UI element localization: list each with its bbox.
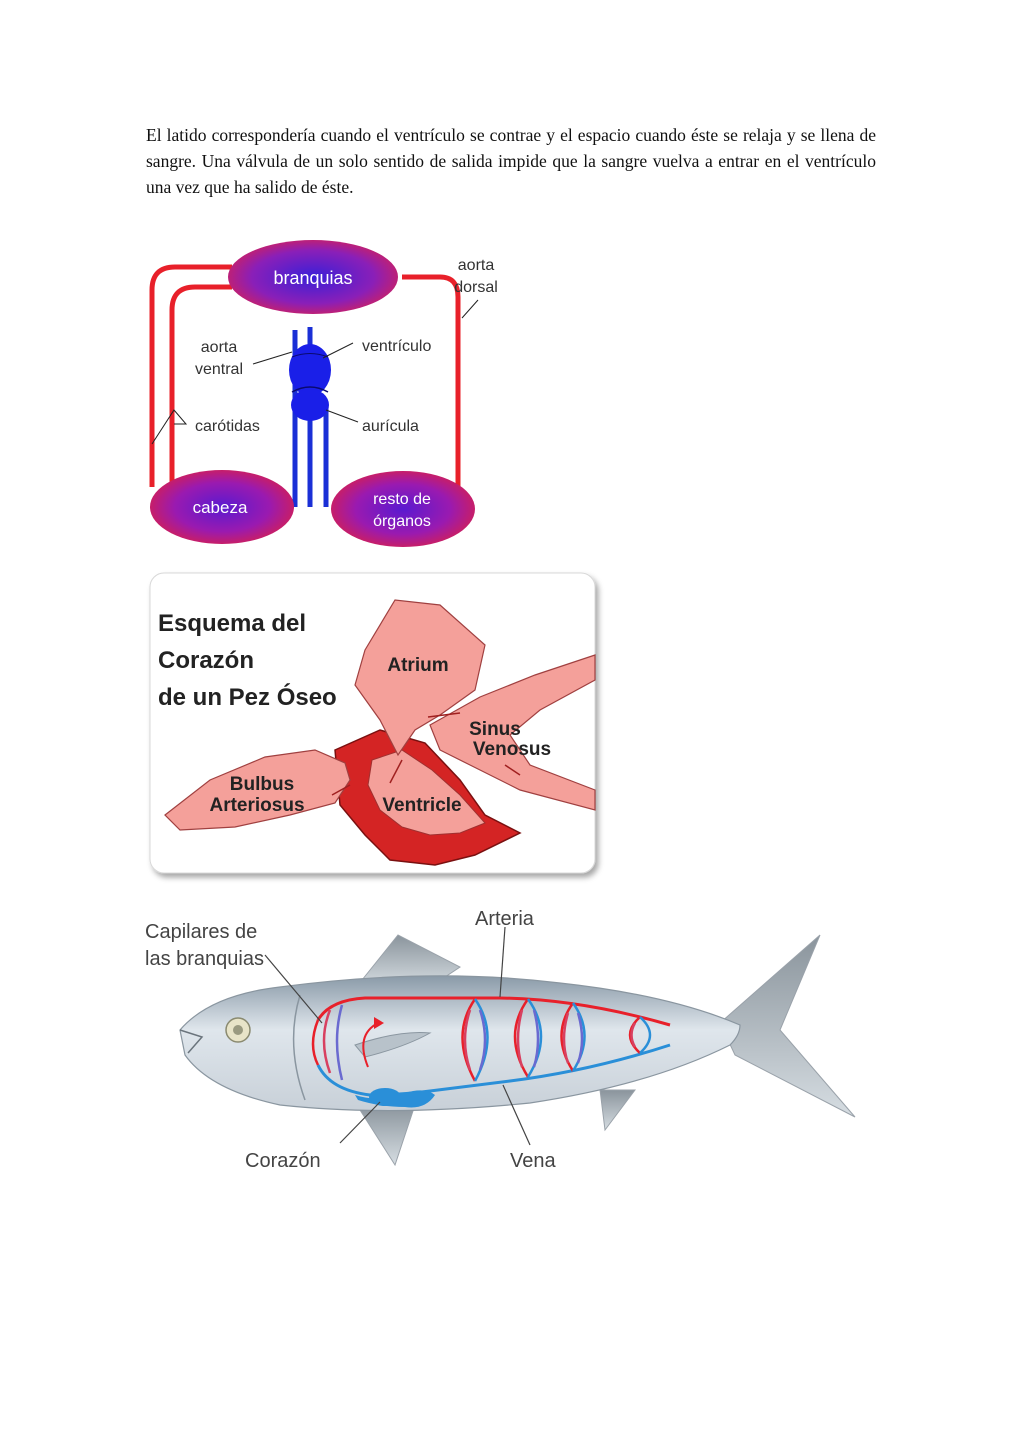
aorta-ventral-label-2: ventral [195,361,243,378]
branquias-oval [228,240,398,314]
resto-organos-label-1: resto de [373,491,431,508]
ventricle-shape [289,344,331,396]
bulbus-label-1: Bulbus [230,774,294,795]
corazon-label: Corazón [245,1150,321,1172]
bulbus-arteriosus-shape [164,749,351,831]
cabeza-label: cabeza [193,498,248,517]
artery-vessel [316,996,671,1027]
auricula-label: aurícula [362,418,419,435]
tail-fin [719,934,856,1118]
fish-body-circulation-figure: Capilares de las branquias Arteria Coraz… [145,908,856,1172]
capilares-label-2: las branquias [145,948,264,970]
carotidas-label: carótidas [195,418,260,435]
body-paragraph: El latido correspondería cuando el ventr… [146,125,876,197]
cabeza-oval [150,470,294,544]
ventriculo-label: ventrículo [362,338,431,355]
fish-body [179,975,741,1112]
sinus-label-2: Venosus [473,739,551,760]
sinus-venosus-shape [429,654,596,811]
heart-title-line-2: Corazón [158,647,254,674]
capilares-label-1: Capilares de [145,921,257,943]
bulbus-label-2: Arteriosus [209,795,304,816]
resto-organos-label-2: órganos [373,513,431,530]
organos-oval [331,471,475,547]
heart-title-line-1: Esquema del [158,610,306,637]
heart-title-line-3: de un Pez Óseo [158,683,337,711]
ventricle-label: Ventricle [382,795,461,816]
atrium-label: Atrium [387,655,448,676]
sinus-label-1: Sinus [469,719,521,740]
arteria-label: Arteria [475,908,535,930]
branquias-label: branquias [273,268,352,288]
aorta-dorsal-label-1: aorta [458,257,495,274]
fish-circulation-scheme-figure: branquias aorta dorsal aorta ventral ven… [149,240,498,547]
aorta-dorsal-label-2: dorsal [454,279,498,296]
atrium-shape [291,389,329,421]
vena-label: Vena [510,1150,556,1172]
bony-fish-heart-figure: Esquema del Corazón de un Pez Óseo Atriu… [149,572,596,874]
aorta-ventral-label-1: aorta [201,339,238,356]
